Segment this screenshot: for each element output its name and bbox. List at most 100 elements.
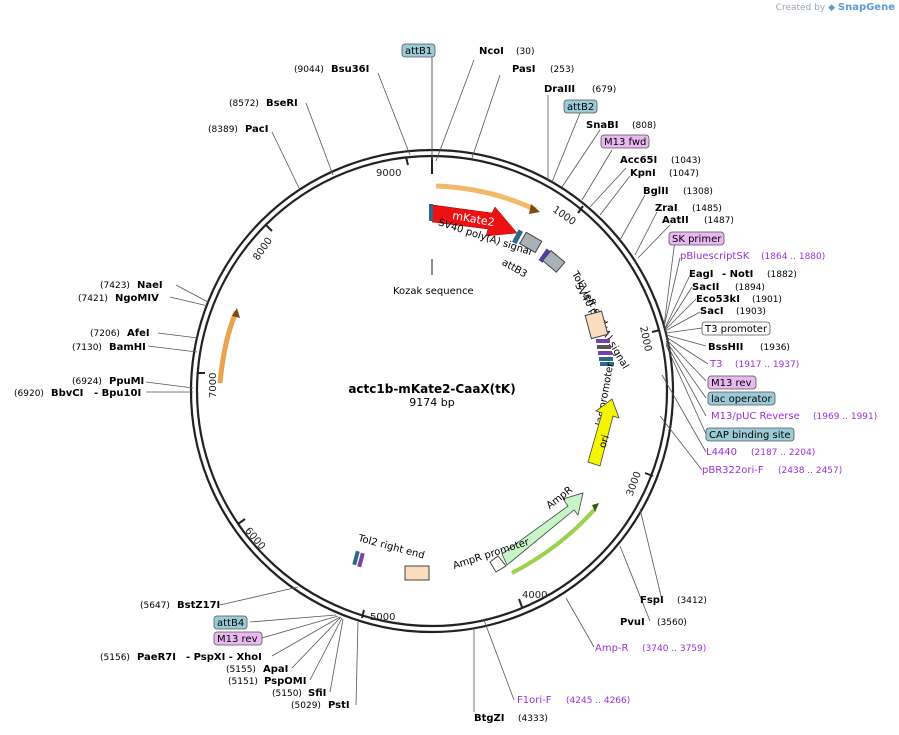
enzyme-bsshii[interactable]: BssHII(1936) xyxy=(708,342,790,353)
enzyme-bstz17i[interactable]: (5647)BstZ17I xyxy=(140,600,220,611)
snapgene-logo-icon: ◆ xyxy=(828,3,835,13)
enzyme-saci[interactable]: SacI(1903) xyxy=(700,306,766,317)
svg-text:NcoI: NcoI xyxy=(479,46,504,57)
tol2-right-label: Tol2 right end xyxy=(356,533,426,562)
enzyme-afei[interactable]: (7206)AfeI xyxy=(90,328,150,339)
tick-9000: 9000 xyxy=(376,168,401,179)
feature-box-lac-operator[interactable]: lac operator xyxy=(707,391,776,406)
feature-box-attb4[interactable]: attB4 xyxy=(213,615,248,630)
svg-text:(3740 .. 3759): (3740 .. 3759) xyxy=(642,644,706,654)
svg-text:(6920): (6920) xyxy=(14,389,44,399)
enzyme-psp0mi[interactable]: (5151)PspOMI xyxy=(228,676,306,687)
enzyme-sfii[interactable]: (5150)SfiI xyxy=(272,688,326,699)
svg-text:PstI: PstI xyxy=(328,700,350,711)
enzyme-snabi[interactable]: SnaBI(808) xyxy=(586,120,656,131)
ampr-promoter-arrow[interactable] xyxy=(489,555,507,573)
primer-t3[interactable]: T3(1917 .. 1937) xyxy=(709,359,799,370)
enzyme-fspi[interactable]: FspI(3412) xyxy=(640,595,707,606)
enzyme-bsu36i[interactable]: (9044)Bsu36I xyxy=(294,64,369,75)
feature-box-m13fwd[interactable]: M13 fwd xyxy=(600,134,650,149)
enzyme-btgzi[interactable]: BtgZI(4333) xyxy=(474,713,548,724)
svg-text:NgoMIV: NgoMIV xyxy=(115,293,159,304)
tol2-right-box[interactable] xyxy=(404,565,430,581)
svg-text:PspOMI: PspOMI xyxy=(264,676,306,687)
enzyme-eco53ki[interactable]: Eco53kI(1901) xyxy=(696,294,782,305)
brand-label: SnapGene xyxy=(837,2,895,13)
svg-text:(808): (808) xyxy=(632,121,656,131)
enzyme-ncoi[interactable]: NcoI (30) xyxy=(479,46,534,57)
primer-labels: pBluescriptSK(1864 .. 1880) T3(1917 .. 1… xyxy=(517,251,877,706)
ampr-green-arc xyxy=(511,508,596,575)
svg-text:(8572): (8572) xyxy=(229,99,259,109)
attb4-label: attB4 xyxy=(217,618,244,629)
svg-text:PaeR7I: PaeR7I xyxy=(137,652,176,663)
enzyme-acc65i[interactable]: Acc65I(1043) xyxy=(620,155,701,166)
enzyme-aatii[interactable]: AatII(1487) xyxy=(662,215,734,226)
primer-l4440[interactable]: L4440(2187 .. 2204) xyxy=(706,447,815,458)
enzyme-apai[interactable]: (5155)ApaI xyxy=(226,664,288,675)
enzyme-draiii[interactable]: DraIII(679) xyxy=(544,84,616,95)
primer-pbr322ori-f[interactable]: pBR322ori-F(2438 .. 2457) xyxy=(702,465,842,476)
enzyme-bseri[interactable]: (8572) BseRI xyxy=(229,98,298,109)
svg-text:BseRI: BseRI xyxy=(266,98,298,109)
feature-box-attb2[interactable]: attB2 xyxy=(563,99,598,114)
enzyme-zrai[interactable]: ZraI(1485) xyxy=(655,203,722,214)
svg-text:(1903): (1903) xyxy=(736,307,766,317)
ori-arrow[interactable] xyxy=(587,398,620,467)
enzyme-paer7i[interactable]: (5156)PaeR7I- PspXI - XhoI xyxy=(100,652,262,663)
primer-pbluescriptsk[interactable]: pBluescriptSK(1864 .. 1880) xyxy=(680,251,825,262)
plasmid-name: actc1b-mKate2-CaaX(tK) xyxy=(348,382,515,396)
sv40-a-box[interactable] xyxy=(519,231,543,254)
sv40-b-box[interactable] xyxy=(541,249,566,273)
enzyme-pvui[interactable]: PvuI(3560) xyxy=(620,617,687,628)
feature-box-sk-primer[interactable]: SK primer xyxy=(668,231,725,246)
svg-text:(2438 .. 2457): (2438 .. 2457) xyxy=(778,466,842,476)
enzyme-sacii[interactable]: SacII(1894) xyxy=(692,282,765,293)
feature-box-cap-binding[interactable]: CAP binding site xyxy=(705,427,795,442)
svg-text:(5029): (5029) xyxy=(291,701,321,711)
enzyme-bbvci[interactable]: (6920)BbvCI- Bpu10I xyxy=(14,388,141,399)
svg-text:NaeI: NaeI xyxy=(137,280,163,291)
svg-text:PacI: PacI xyxy=(245,124,268,135)
svg-text:(7421): (7421) xyxy=(78,294,108,304)
enzyme-bglii[interactable]: BglII(1308) xyxy=(643,186,713,197)
svg-text:(8389): (8389) xyxy=(208,125,238,135)
feature-box-t3-promoter[interactable]: T3 promoter xyxy=(701,321,771,336)
enzyme-paci[interactable]: (8389) PacI xyxy=(208,124,268,135)
ampr-arrow[interactable] xyxy=(501,492,584,566)
tol2-left-box[interactable] xyxy=(584,310,609,340)
svg-text:(7423): (7423) xyxy=(100,281,130,291)
svg-text:M13/pUC Reverse: M13/pUC Reverse xyxy=(711,411,800,422)
enzyme-kpni[interactable]: KpnI(1047) xyxy=(630,168,699,179)
svg-text:L4440: L4440 xyxy=(706,447,737,458)
svg-text:(30): (30) xyxy=(516,47,534,57)
enzyme-naei[interactable]: (7423) NaeI xyxy=(100,280,163,291)
svg-text:(1969 .. 1991): (1969 .. 1991) xyxy=(813,412,877,422)
enzyme-psti[interactable]: (5029) PstI xyxy=(291,700,350,711)
feature-box-m13rev-left[interactable]: M13 rev xyxy=(213,631,263,646)
feature-box-m13rev-right[interactable]: M13 rev xyxy=(707,375,757,390)
enzyme-ppumi[interactable]: (6924)PpuMI xyxy=(72,376,144,387)
enzyme-bamhi[interactable]: (7130)BamHI xyxy=(72,342,146,353)
svg-text:(4245 .. 4266): (4245 .. 4266) xyxy=(566,696,630,706)
orange-arc-left xyxy=(217,311,239,384)
lac-operator-label: lac operator xyxy=(711,394,772,405)
m13fwd-label: M13 fwd xyxy=(604,137,646,148)
svg-text:- NotI: - NotI xyxy=(722,269,753,280)
feature-box-attb1[interactable]: attB1 xyxy=(401,43,436,58)
attb3-label: attB3 xyxy=(500,257,529,280)
m13rev-left-label: M13 rev xyxy=(217,634,258,645)
primer-m13puc-reverse[interactable]: M13/pUC Reverse (1969 .. 1991) xyxy=(711,411,877,422)
mcs-markers xyxy=(596,339,614,366)
primer-f1ori-f[interactable]: F1ori-F(4245 .. 4266) xyxy=(517,695,630,706)
svg-text:AfeI: AfeI xyxy=(127,328,150,339)
svg-text:BtgZI: BtgZI xyxy=(474,713,505,724)
svg-text:(253): (253) xyxy=(550,65,574,75)
enzyme-pasi[interactable]: PasI (253) xyxy=(512,64,574,75)
enzyme-ngomiv[interactable]: (7421) NgoMIV xyxy=(78,293,159,304)
svg-text:Eco53kI: Eco53kI xyxy=(696,294,740,305)
primer-amp-r[interactable]: Amp-R(3740 .. 3759) xyxy=(595,643,706,654)
enzyme-eagi-noti[interactable]: EagI- NotI(1882) xyxy=(689,269,797,280)
svg-text:PasI: PasI xyxy=(512,64,535,75)
mkate2-arrow[interactable] xyxy=(431,204,518,237)
